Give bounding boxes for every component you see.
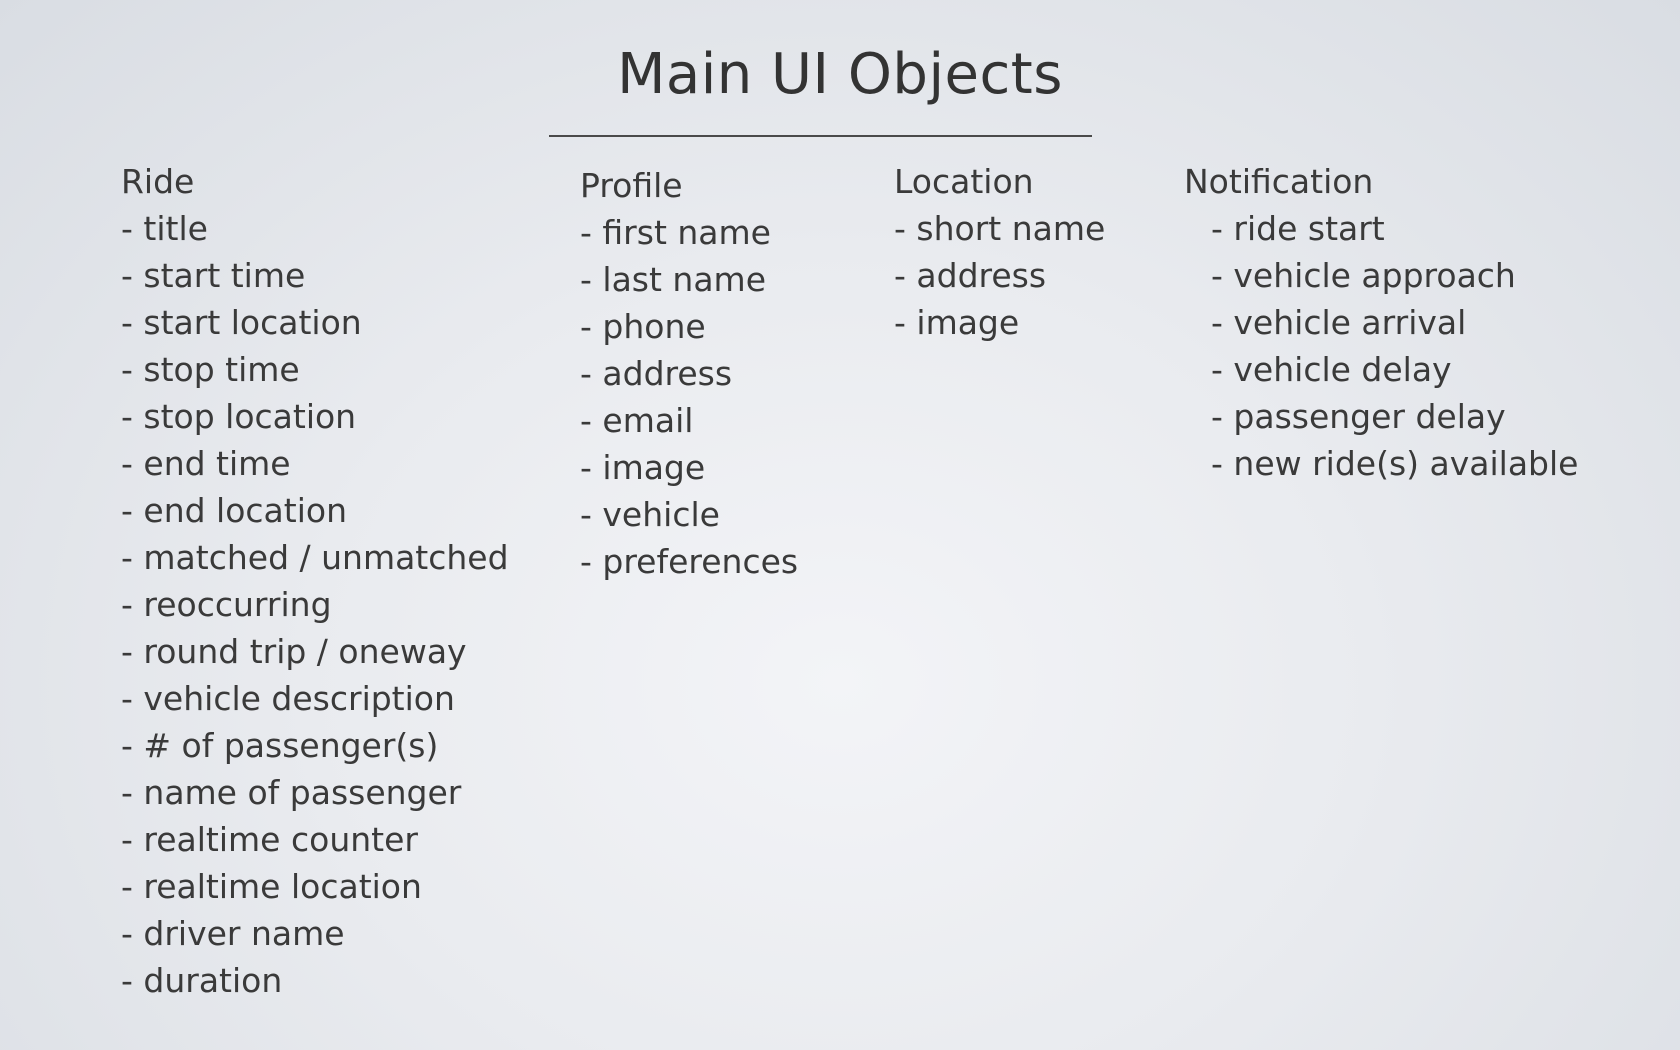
- profile-item: - preferences: [580, 542, 799, 581]
- ride-item: - realtime location: [121, 867, 422, 906]
- profile-item: - image: [580, 448, 706, 487]
- location-item-list: - short name - address - image: [894, 205, 1105, 346]
- profile-item: - last name: [580, 260, 766, 299]
- title-underline: [549, 135, 1092, 137]
- location-item: - image: [894, 303, 1020, 342]
- location-column: Location - short name - address - image: [894, 158, 1105, 346]
- ride-heading: Ride: [121, 162, 195, 201]
- ride-item: - vehicle description: [121, 679, 455, 718]
- ride-item: - stop location: [121, 397, 357, 436]
- ride-item: - end time: [121, 444, 291, 483]
- notification-column: Notification - ride start - vehicle appr…: [1184, 158, 1578, 487]
- location-heading: Location: [894, 162, 1034, 201]
- profile-item: - vehicle: [580, 495, 720, 534]
- profile-heading: Profile: [580, 166, 683, 205]
- ride-item: - start location: [121, 303, 362, 342]
- notification-heading: Notification: [1184, 162, 1374, 201]
- ride-item: - stop time: [121, 350, 300, 389]
- ride-item: - title: [121, 209, 208, 248]
- ride-item: - reoccurring: [121, 585, 332, 624]
- ride-item: - end location: [121, 491, 347, 530]
- profile-item: - email: [580, 401, 694, 440]
- notification-item: - new ride(s) available: [1211, 444, 1579, 483]
- ride-item: - matched / unmatched: [121, 538, 509, 577]
- ride-item: - name of passenger: [121, 773, 462, 812]
- profile-item: - phone: [580, 307, 706, 346]
- profile-item: - address: [580, 354, 733, 393]
- notification-item-list: - ride start - vehicle approach - vehicl…: [1184, 205, 1578, 487]
- ride-column: Ride - title - start time - start locati…: [121, 158, 509, 1004]
- ride-item: - driver name: [121, 914, 345, 953]
- profile-item-list: - first name - last name - phone - addre…: [580, 209, 798, 585]
- location-item: - address: [894, 256, 1047, 295]
- ride-item-list: - title - start time - start location - …: [121, 205, 509, 1004]
- location-item: - short name: [894, 209, 1106, 248]
- ride-item: - # of passenger(s): [121, 726, 439, 765]
- ride-item: - round trip / oneway: [121, 632, 467, 671]
- ride-item: - duration: [121, 961, 283, 1000]
- notification-item: - vehicle arrival: [1211, 303, 1467, 342]
- profile-column: Profile - first name - last name - phone…: [580, 162, 798, 585]
- slide-title: Main UI Objects: [617, 42, 1063, 107]
- notification-item: - vehicle delay: [1211, 350, 1452, 389]
- profile-item: - first name: [580, 213, 771, 252]
- notification-item: - passenger delay: [1211, 397, 1506, 436]
- ride-item: - start time: [121, 256, 306, 295]
- notification-item: - vehicle approach: [1211, 256, 1516, 295]
- notification-item: - ride start: [1211, 209, 1385, 248]
- ride-item: - realtime counter: [121, 820, 418, 859]
